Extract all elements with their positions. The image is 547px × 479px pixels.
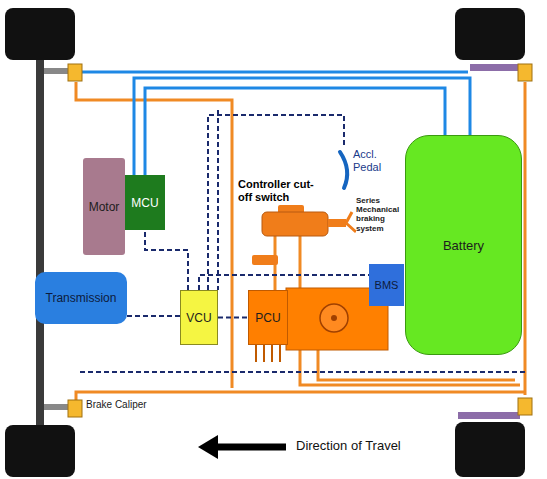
- bms-box: BMS: [369, 264, 404, 306]
- booster-center: [331, 315, 337, 321]
- brake-caliper: [68, 400, 82, 417]
- rear-hub: [470, 64, 520, 71]
- wheel: [455, 8, 525, 60]
- connector: [145, 230, 188, 290]
- connector: [218, 317, 248, 319]
- direction-arrow: [214, 444, 286, 451]
- node-text: Battery: [443, 238, 484, 253]
- pedal-label: Accl. Pedal: [353, 148, 399, 173]
- brake-lever: [346, 212, 356, 232]
- push-rod: [328, 219, 346, 227]
- wheel: [455, 422, 525, 477]
- switch-label: Controller cut-off switch: [238, 178, 320, 203]
- battery-box: Battery: [405, 135, 522, 355]
- brake-caliper: [68, 64, 82, 81]
- front-axle: [36, 60, 44, 425]
- transmission-box: Transmission: [35, 272, 127, 324]
- brake-lines: [76, 82, 525, 408]
- node-text: PCU: [255, 311, 280, 325]
- node-text: Transmission: [46, 291, 117, 305]
- stub-axle: [44, 404, 70, 410]
- controller-box: MCU: [125, 175, 165, 230]
- connector: [127, 315, 180, 317]
- pcu-box: PCU: [248, 290, 288, 345]
- master-cylinder: [262, 212, 328, 236]
- stub-axle: [44, 68, 70, 74]
- motor-box: Motor: [83, 158, 125, 255]
- node-text: MCU: [131, 196, 158, 210]
- pcu-pins: [256, 345, 280, 362]
- signal-lines: [80, 110, 525, 372]
- node-text: Motor: [89, 200, 120, 214]
- cut-off-switch: [252, 255, 278, 265]
- vcu-box: VCU: [180, 290, 218, 345]
- node-text: BMS: [375, 279, 399, 291]
- arrow-head: [198, 435, 218, 459]
- wheel: [5, 8, 75, 60]
- caliper-label: Brake Caliper: [86, 399, 166, 411]
- brake-caliper: [518, 398, 532, 415]
- braking-label: Series Mechanical braking system: [356, 196, 404, 233]
- rear-hub: [458, 412, 520, 419]
- booster-diaphragm: [320, 304, 348, 332]
- connector: [145, 88, 445, 175]
- connector: [199, 275, 369, 290]
- node-text: VCU: [186, 311, 211, 325]
- wheel: [5, 425, 75, 477]
- accelerator-pedal: [340, 152, 347, 188]
- brake-caliper: [518, 64, 532, 81]
- direction-label: Direction of Travel: [296, 439, 436, 454]
